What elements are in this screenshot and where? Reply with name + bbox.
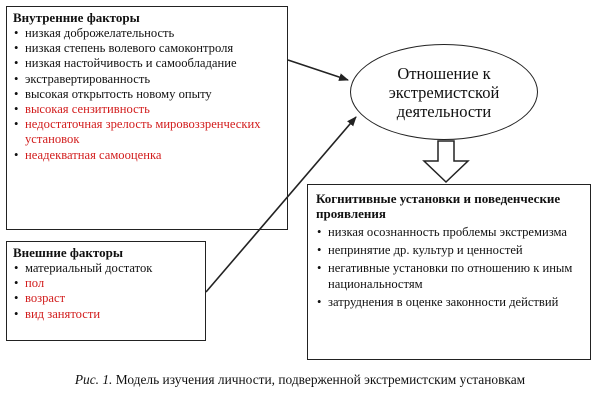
list-item: возраст <box>13 291 199 306</box>
list-item: экстравертированность <box>13 72 281 87</box>
list-item: низкая осознанность проблемы экстремизма <box>316 225 582 240</box>
external-factors-list: материальный достатокполвозраствид занят… <box>13 261 199 322</box>
list-item: неадекватная самооценка <box>13 148 281 163</box>
list-item: низкая доброжелательность <box>13 26 281 41</box>
list-item: низкая степень волевого самоконтроля <box>13 41 281 56</box>
list-item: недостаточная зрелость мировоззренческих… <box>13 117 281 147</box>
cognitive-title: Когнитивные установки и поведенческие пр… <box>316 191 561 221</box>
figure-number: Рис. 1. <box>74 372 113 387</box>
attitude-to-cognitive-arrow <box>422 140 470 184</box>
list-item: материальный достаток <box>13 261 199 276</box>
list-item: вид занятости <box>13 307 199 322</box>
external-factors-title: Внешние факторы <box>13 245 123 260</box>
internal-factors-box: Внутренние факторы низкая доброжелательн… <box>6 6 288 230</box>
list-item: негативные установки по отношению к иным… <box>316 261 582 291</box>
list-item: высокая открытость новому опыту <box>13 87 281 102</box>
external-factors-box: Внешние факторы материальный достатокпол… <box>6 241 206 341</box>
list-item: непринятие др. культур и ценностей <box>316 243 582 258</box>
list-item: затруднения в оценке законности действий <box>316 295 582 310</box>
attitude-ellipse: Отношение к экстремистской деятельности <box>350 44 538 140</box>
attitude-label: Отношение к экстремистской деятельности <box>388 63 500 121</box>
cognitive-list: низкая осознанность проблемы экстремизма… <box>316 225 582 310</box>
list-item: высокая сензитивность <box>13 102 281 117</box>
cognitive-box: Когнитивные установки и поведенческие пр… <box>307 184 591 360</box>
list-item: пол <box>13 276 199 291</box>
internal-factors-title: Внутренние факторы <box>13 10 140 25</box>
figure-caption: Рис. 1. Модель изучения личности, подвер… <box>0 372 600 388</box>
list-item: низкая настойчивость и самообладание <box>13 56 281 71</box>
internal-to-attitude-arrow <box>287 59 349 81</box>
internal-factors-list: низкая доброжелательностьнизкая степень … <box>13 26 281 163</box>
figure-caption-text: Модель изучения личности, подверженной э… <box>112 372 526 387</box>
